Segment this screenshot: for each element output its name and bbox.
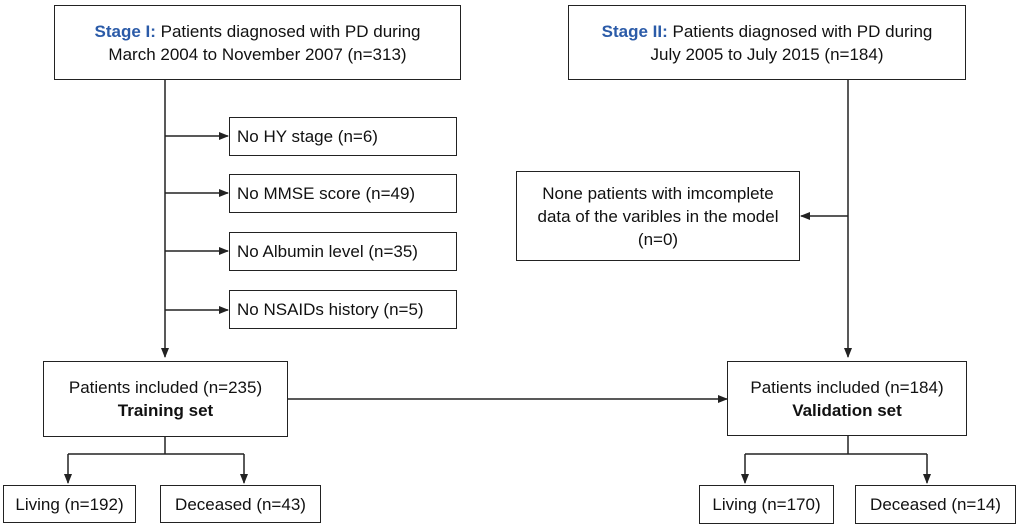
- training-set-box: Patients included (n=235) Training set: [43, 361, 288, 437]
- training-living-label: Living (n=192): [15, 494, 124, 514]
- exclusion-box-hy-stage: No HY stage (n=6): [229, 117, 457, 156]
- validation-living-label: Living (n=170): [712, 495, 821, 514]
- training-deceased-label: Deceased (n=43): [175, 494, 306, 514]
- validation-living-box: Living (n=170): [699, 485, 834, 524]
- stage2-line1: Stage II: Patients diagnosed with PD dur…: [602, 20, 933, 43]
- exclusion-label: No MMSE score (n=49): [237, 184, 416, 203]
- validation-exclusion-line2: data of the varibles in the model: [537, 206, 779, 226]
- stage2-label: Stage II:: [601, 21, 668, 41]
- validation-exclusion-line1: None patients with imcomplete: [542, 183, 774, 203]
- training-living-box: Living (n=192): [3, 485, 136, 523]
- stage1-line1: Stage I: Patients diagnosed with PD duri…: [94, 20, 420, 43]
- exclusion-box-nsaids: No NSAIDs history (n=5): [229, 290, 457, 329]
- training-set-title: Training set: [117, 401, 214, 420]
- exclusion-label: No NSAIDs history (n=5): [237, 300, 424, 319]
- training-included-count: Patients included (n=235): [68, 378, 263, 397]
- validation-exclusion-box: None patients with imcomplete data of th…: [516, 171, 800, 261]
- validation-deceased-box: Deceased (n=14): [855, 485, 1016, 524]
- exclusion-label: No HY stage (n=6): [237, 127, 378, 146]
- stage1-label: Stage I:: [94, 21, 156, 41]
- exclusion-label: No Albumin level (n=35): [237, 242, 418, 261]
- stage2-box: Stage II: Patients diagnosed with PD dur…: [568, 5, 966, 80]
- stage1-text: Patients diagnosed with PD during: [160, 21, 421, 41]
- validation-set-box: Patients included (n=184) Validation set: [727, 361, 967, 436]
- stage1-box: Stage I: Patients diagnosed with PD duri…: [54, 5, 461, 80]
- training-deceased-box: Deceased (n=43): [160, 485, 321, 523]
- stage2-text: Patients diagnosed with PD during: [672, 21, 933, 41]
- exclusion-box-mmse: No MMSE score (n=49): [229, 174, 457, 213]
- validation-deceased-label: Deceased (n=14): [870, 495, 1001, 514]
- validation-set-title: Validation set: [792, 400, 902, 420]
- stage2-line2: July 2005 to July 2015 (n=184): [650, 44, 884, 64]
- stage1-line2: March 2004 to November 2007 (n=313): [108, 44, 407, 64]
- validation-exclusion-line3: (n=0): [637, 229, 679, 249]
- exclusion-box-albumin: No Albumin level (n=35): [229, 232, 457, 271]
- validation-included-count: Patients included (n=184): [750, 377, 944, 397]
